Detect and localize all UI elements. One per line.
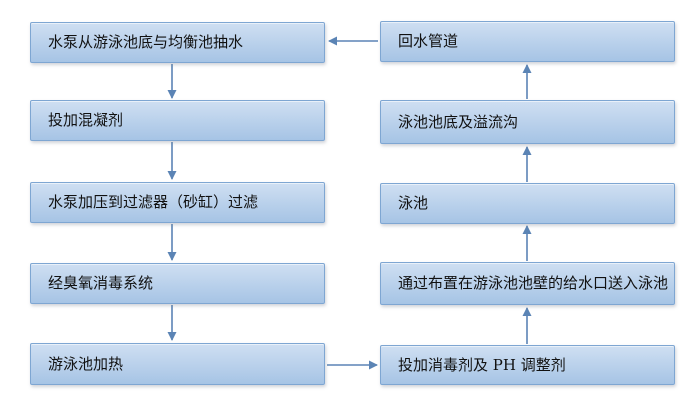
box-pump-intake: 水泵从游泳池底与均衡池抽水 <box>30 22 325 63</box>
box-ozone-disinfection: 经臭氧消毒系统 <box>30 263 325 304</box>
box-return-pipe-label: 回水管道 <box>398 32 459 50</box>
box-add-disinfectant-ph: 投加消毒剂及 PH 调整剂 <box>380 345 675 385</box>
box-pressure-filter: 水泵加压到过滤器（砂缸）过滤 <box>30 182 325 223</box>
box-return-pipe: 回水管道 <box>380 21 675 62</box>
box-pool-bottom-overflow: 泳池池底及溢流沟 <box>380 100 675 144</box>
box-pool-bottom-overflow-label: 泳池池底及溢流沟 <box>398 112 519 131</box>
box-pool: 泳池 <box>380 183 675 224</box>
box-pool-heating-label: 游泳池加热 <box>48 354 124 373</box>
box-wall-inlet-to-pool: 通过布置在游泳池池壁的给水口送入泳池 <box>380 262 675 305</box>
box-pool-label: 泳池 <box>398 194 429 212</box>
box-add-coagulant-label: 投加混凝剂 <box>48 111 124 129</box>
box-add-coagulant: 投加混凝剂 <box>30 100 325 141</box>
box-wall-inlet-to-pool-label: 通过布置在游泳池池壁的给水口送入泳池 <box>398 274 669 292</box>
box-add-disinfectant-ph-label: 投加消毒剂及 PH 调整剂 <box>398 355 566 374</box>
box-ozone-disinfection-label: 经臭氧消毒系统 <box>48 274 154 292</box>
box-pool-heating: 游泳池加热 <box>30 343 325 385</box>
box-pump-intake-label: 水泵从游泳池底与均衡池抽水 <box>48 33 244 51</box>
box-pressure-filter-label: 水泵加压到过滤器（砂缸）过滤 <box>48 193 259 211</box>
